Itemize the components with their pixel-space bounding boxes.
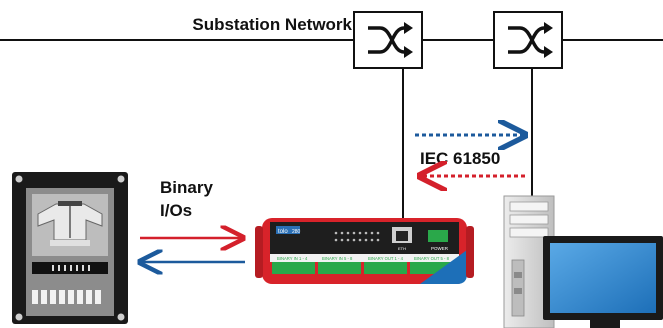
network-switch-icon: [493, 11, 563, 69]
computer-icon: [503, 195, 663, 328]
terminal-label: BINARY IN 5 - 8: [322, 256, 353, 261]
io-device-icon: tolo 280 ETH POWER BINARY IN 1 - 4 BINAR…: [255, 218, 474, 284]
binary-label-line2: I/Os: [160, 201, 192, 220]
device-model: 280: [292, 229, 301, 235]
device-port-label: ETH: [398, 246, 406, 251]
device-brand: tolo: [278, 229, 288, 235]
terminal-label: BINARY OUT 5 - 8: [414, 256, 450, 261]
network-label: Substation Network: [192, 15, 352, 34]
terminal-label: BINARY IN 1 - 4: [277, 256, 308, 261]
network-switch-icon: [353, 11, 423, 69]
device-power-label: POWER: [431, 246, 449, 251]
protection-relay-icon: [12, 172, 128, 324]
protocol-label: IEC 61850: [420, 149, 500, 168]
terminal-label: BINARY OUT 1 - 4: [368, 256, 404, 261]
binary-label-line1: Binary: [160, 178, 213, 197]
